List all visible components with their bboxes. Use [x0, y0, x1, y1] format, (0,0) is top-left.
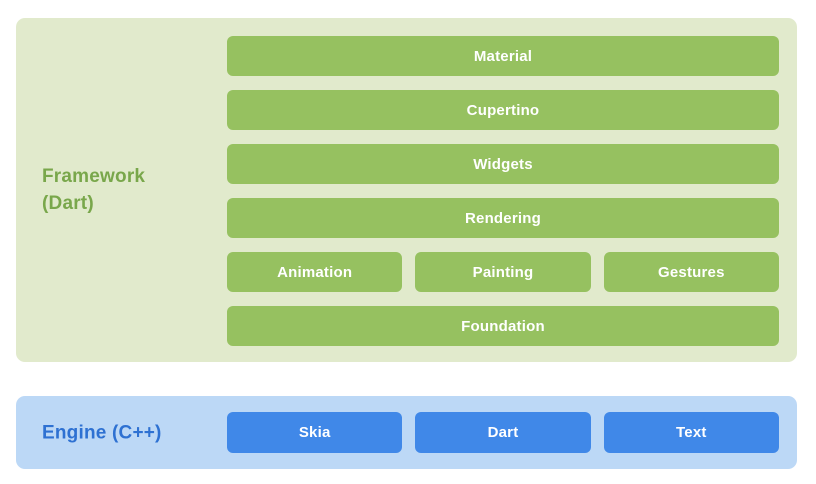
layer-animation: Animation — [227, 252, 403, 292]
layer-gestures: Gestures — [603, 252, 779, 292]
layer-cupertino: Cupertino — [227, 90, 779, 130]
engine-panel-label: Engine (C++) — [42, 422, 162, 443]
layer-material: Material — [227, 36, 779, 76]
layer-widgets: Widgets — [227, 144, 779, 184]
layer-rendering: Rendering — [227, 198, 779, 238]
layer-painting: Painting — [415, 252, 591, 292]
layer-split-row: Animation Painting Gestures — [227, 252, 779, 292]
layer-foundation: Foundation — [227, 306, 779, 346]
framework-layer-bars: Material Cupertino Widgets Rendering Ani… — [227, 36, 779, 346]
layer-skia: Skia — [227, 412, 403, 453]
engine-panel: Engine (C++) Skia Dart Text — [16, 396, 797, 469]
framework-panel-label: Framework (Dart) — [42, 166, 146, 214]
layer-text: Text — [603, 412, 779, 453]
framework-panel: Framework (Dart) Material Cupertino Widg… — [16, 18, 797, 362]
engine-layer-bars: Skia Dart Text — [227, 412, 779, 453]
layer-dart: Dart — [415, 412, 591, 453]
